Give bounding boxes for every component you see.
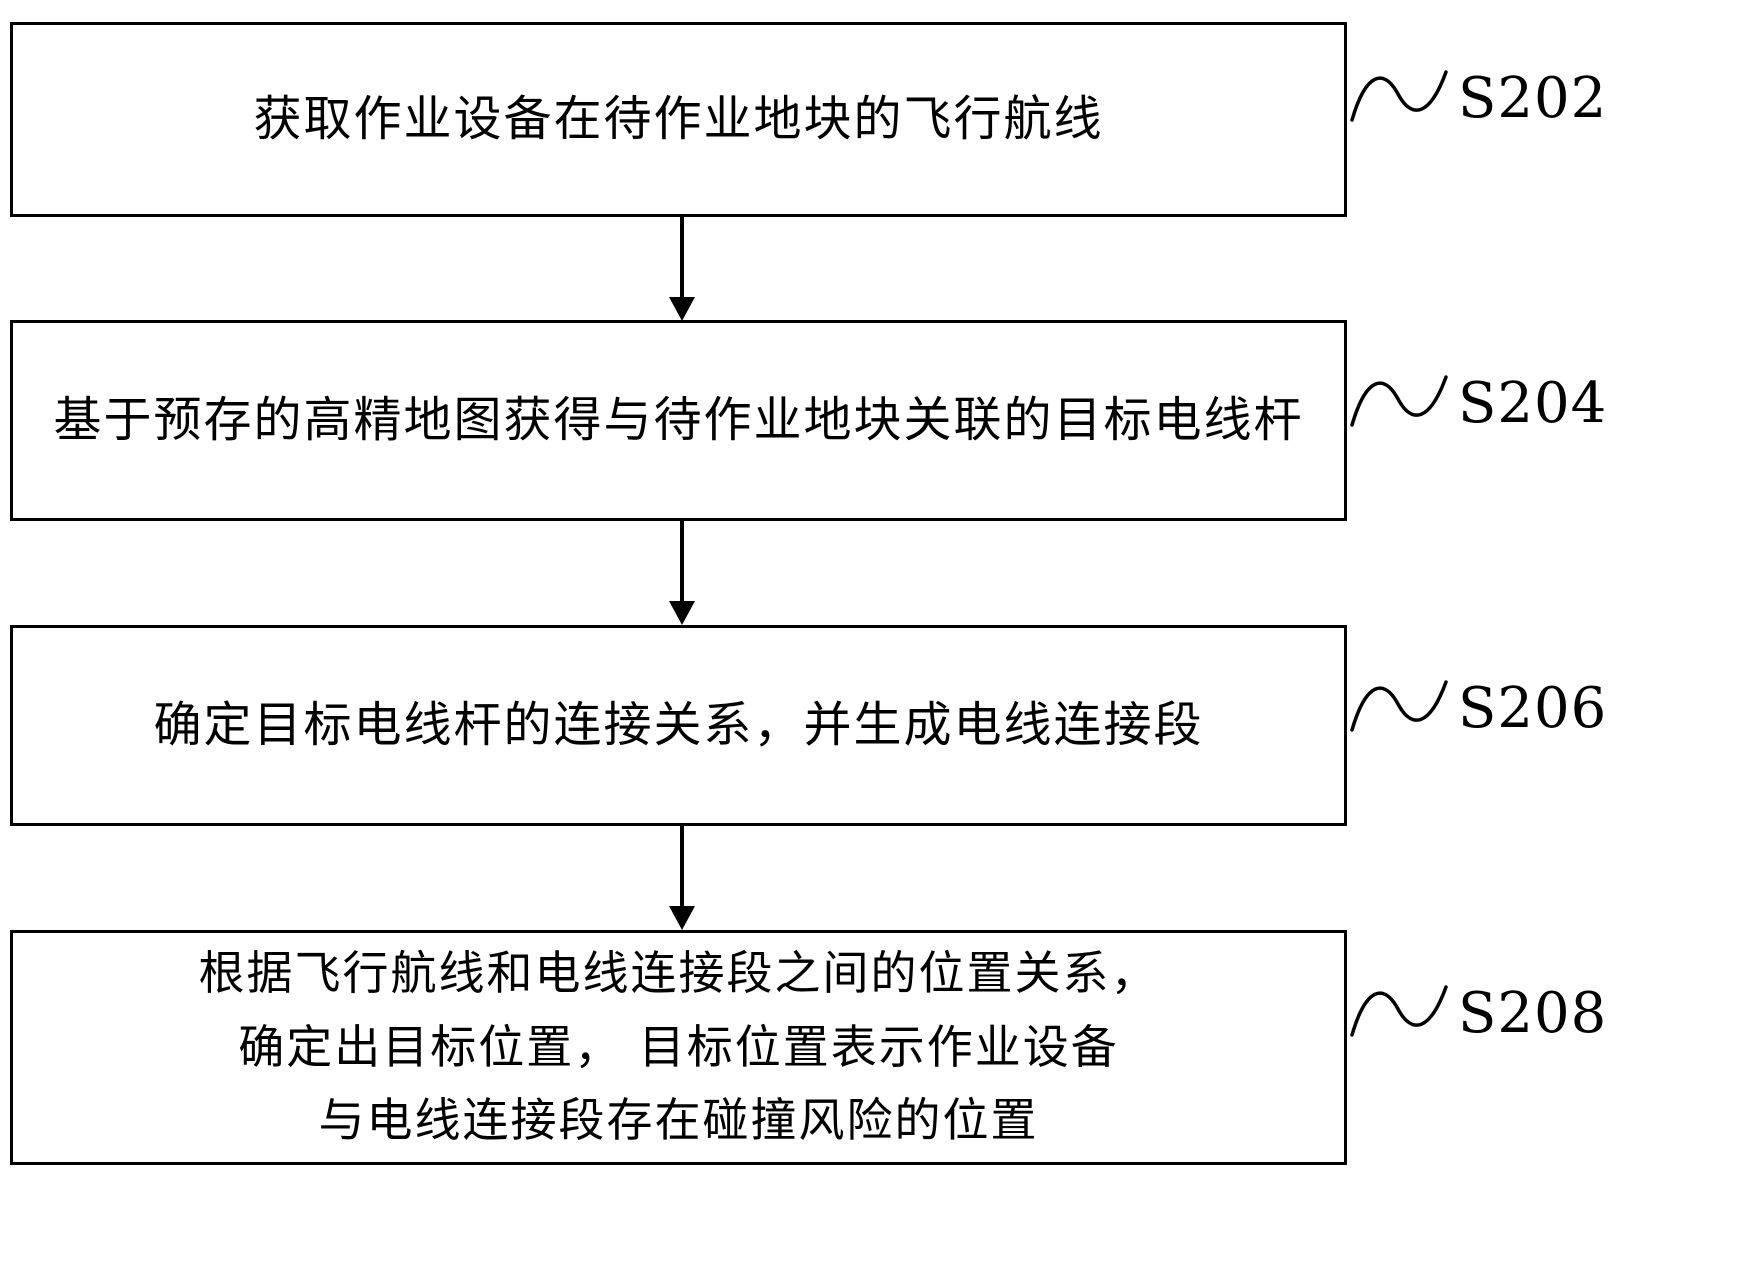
- arrow-shaft: [680, 217, 684, 297]
- flow-step-text: 获取作业设备在待作业地块的飞行航线: [253, 91, 1104, 148]
- squiggle-connector-icon: [1350, 985, 1448, 1037]
- ref-label-group-s206: S206: [1350, 668, 1607, 748]
- down-arrow-2: [668, 521, 696, 625]
- flow-step-text: 根据飞行航线和电线连接段之间的位置关系，: [198, 946, 1159, 1001]
- arrow-head-icon: [669, 297, 695, 321]
- step-reference-label: S206: [1458, 675, 1608, 741]
- ref-label-group-s204: S204: [1350, 363, 1607, 443]
- flow-step-box-3: 确定目标电线杆的连接关系，并生成电线连接段: [10, 625, 1347, 826]
- flow-step-text: 确定出目标位置， 目标位置表示作业设备: [238, 1019, 1119, 1074]
- arrow-head-icon: [669, 601, 695, 625]
- arrow-shaft: [680, 826, 684, 906]
- squiggle-connector-icon: [1350, 680, 1448, 732]
- squiggle-connector-icon: [1350, 70, 1448, 122]
- flow-step-text: 确定目标电线杆的连接关系，并生成电线连接段: [153, 697, 1204, 754]
- flow-step-box-2: 基于预存的高精地图获得与待作业地块关联的目标电线杆: [10, 320, 1347, 521]
- flow-step-text: 与电线连接段存在碰撞风险的位置: [318, 1093, 1039, 1148]
- step-reference-label: S202: [1458, 65, 1608, 131]
- flow-step-text: 基于预存的高精地图获得与待作业地块关联的目标电线杆: [53, 392, 1304, 449]
- arrow-head-icon: [669, 906, 695, 930]
- ref-label-group-s208: S208: [1350, 973, 1607, 1053]
- arrow-shaft: [680, 521, 684, 601]
- down-arrow-1: [668, 217, 696, 321]
- step-reference-label: S208: [1458, 980, 1608, 1046]
- squiggle-connector-icon: [1350, 375, 1448, 427]
- step-reference-label: S204: [1458, 370, 1608, 436]
- flow-step-box-1: 获取作业设备在待作业地块的飞行航线: [10, 22, 1347, 217]
- down-arrow-3: [668, 826, 696, 930]
- ref-label-group-s202: S202: [1350, 58, 1607, 138]
- flow-step-box-4: 根据飞行航线和电线连接段之间的位置关系， 确定出目标位置， 目标位置表示作业设备…: [10, 930, 1347, 1165]
